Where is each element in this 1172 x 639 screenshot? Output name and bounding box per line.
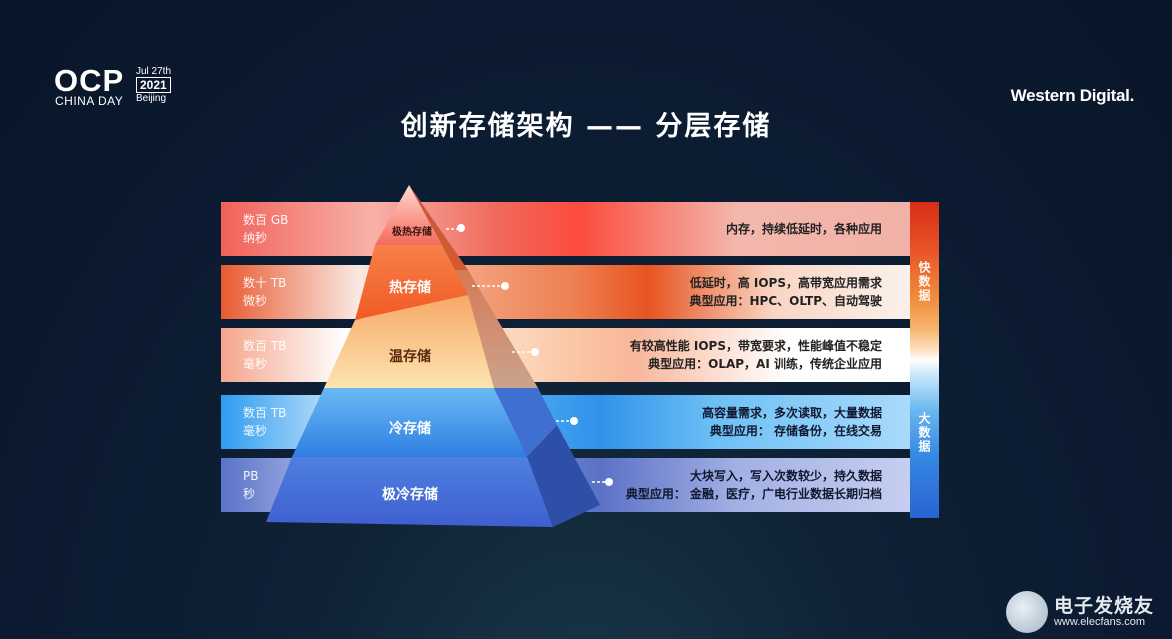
page-title: 创新存储架构 —— 分层存储 <box>400 111 772 142</box>
pyramid-label-hot: 热存储 <box>389 280 431 296</box>
tier-latency: 秒 <box>243 487 256 501</box>
pyramid-side-extreme-cold <box>527 425 600 527</box>
tier-spec: 数百 GB 纳秒 <box>243 211 288 247</box>
western-digital-logo: Western Digital. <box>1010 86 1135 105</box>
pyramid-side-cold <box>494 388 557 457</box>
tier-capacity: 数百 GB <box>243 213 289 227</box>
fast-data-label: 快数据 <box>917 261 931 303</box>
tier-description: 有较高性能 IOPS，带宽要求，性能峰值不稳定 典型应用：OLAP，AI 训练，… <box>630 337 882 373</box>
tier-latency: 微秒 <box>243 294 268 308</box>
tier-description: 低延时，高 IOPS，高带宽应用需求 典型应用：HPC、OLTP、自动驾驶 <box>690 274 883 310</box>
ocp-logo-text: OCP <box>54 63 125 98</box>
watermark-cn: 电子发烧友 <box>1053 594 1154 617</box>
tier-desc-line: 大块写入，写入次数较少，持久数据 <box>689 469 882 483</box>
tier-desc-line: 内存，持续低延时，各种应用 <box>725 222 882 236</box>
tier-desc-line: 低延时，高 IOPS，高带宽应用需求 <box>689 276 882 290</box>
connector-dot <box>570 417 578 425</box>
watermark-text: 电子发烧友 www.elecfans.com <box>1053 594 1154 629</box>
tier-spec: PB 秒 <box>243 467 258 503</box>
pyramid-label-cold: 冷存储 <box>389 421 431 437</box>
connector-dot <box>531 348 539 356</box>
tier-band-hot: 数十 TB 微秒 低延时，高 IOPS，高带宽应用需求 典型应用：HPC、OLT… <box>221 265 910 319</box>
tier-latency: 纳秒 <box>243 231 268 245</box>
pyramid-label-warm: 温存储 <box>389 349 431 365</box>
pyramid-side-hot <box>409 185 468 270</box>
pyramid-label-extreme-hot: 极热存储 <box>392 227 432 238</box>
connector-dot <box>605 478 613 486</box>
tier-desc-line: 典型应用：OLAP，AI 训练，传统企业应用 <box>648 357 882 371</box>
tier-desc-line: 典型应用：HPC、OLTP、自动驾驶 <box>689 294 883 308</box>
pyramid-label-extreme-cold: 极冷存储 <box>382 487 438 503</box>
tier-capacity: 数十 TB <box>243 276 287 290</box>
tier-spec: 数百 TB 毫秒 <box>243 337 286 373</box>
elecfans-watermark: 电子发烧友 www.elecfans.com <box>1005 591 1154 633</box>
tier-band-extreme-hot: 数百 GB 纳秒 内存，持续低延时，各种应用 <box>221 202 910 256</box>
pyramid-layer-cold <box>292 388 527 457</box>
tier-latency: 毫秒 <box>243 424 268 438</box>
tier-capacity: 数百 TB <box>243 339 287 353</box>
tier-desc-line: 有较高性能 IOPS，带宽要求，性能峰值不稳定 <box>629 339 882 353</box>
fast-big-data-gradient-bar <box>910 202 939 518</box>
ocp-date: Jul 27th <box>136 66 172 77</box>
ocp-year: 2021 <box>136 77 171 93</box>
tier-spec: 数十 TB 微秒 <box>243 274 286 310</box>
tier-latency: 毫秒 <box>243 357 268 371</box>
tier-desc-line: 典型应用： 金融，医疗，广电行业数据长期归档 <box>625 487 882 501</box>
elecfans-logo-icon <box>1005 591 1048 633</box>
tier-capacity: PB <box>243 469 259 483</box>
tier-band-warm: 数百 TB 毫秒 有较高性能 IOPS，带宽要求，性能峰值不稳定 典型应用：OL… <box>221 328 910 382</box>
tier-desc-line: 典型应用： 存储备份，在线交易 <box>709 424 882 438</box>
pyramid-layer-extreme-cold <box>266 457 553 527</box>
tier-spec: 数百 TB 毫秒 <box>243 404 286 440</box>
pyramid-layer-extreme-hot <box>375 185 442 245</box>
big-data-label: 大数据 <box>917 412 931 454</box>
tier-description: 高容量需求，多次读取，大量数据 典型应用： 存储备份，在线交易 <box>702 404 882 440</box>
tier-description: 大块写入，写入次数较少，持久数据 典型应用： 金融，医疗，广电行业数据长期归档 <box>626 467 882 503</box>
connector-dot <box>457 224 465 232</box>
pyramid-layer-warm <box>324 295 494 388</box>
watermark-url: www.elecfans.com <box>1053 616 1146 629</box>
ocp-china-day: CHINA DAY <box>55 94 124 108</box>
tier-desc-line: 高容量需求，多次读取，大量数据 <box>701 406 882 420</box>
ocp-city: Beijing <box>136 93 167 104</box>
tier-capacity: 数百 TB <box>243 406 287 420</box>
tier-description: 内存，持续低延时，各种应用 <box>726 220 882 238</box>
connector-dot <box>501 282 509 290</box>
